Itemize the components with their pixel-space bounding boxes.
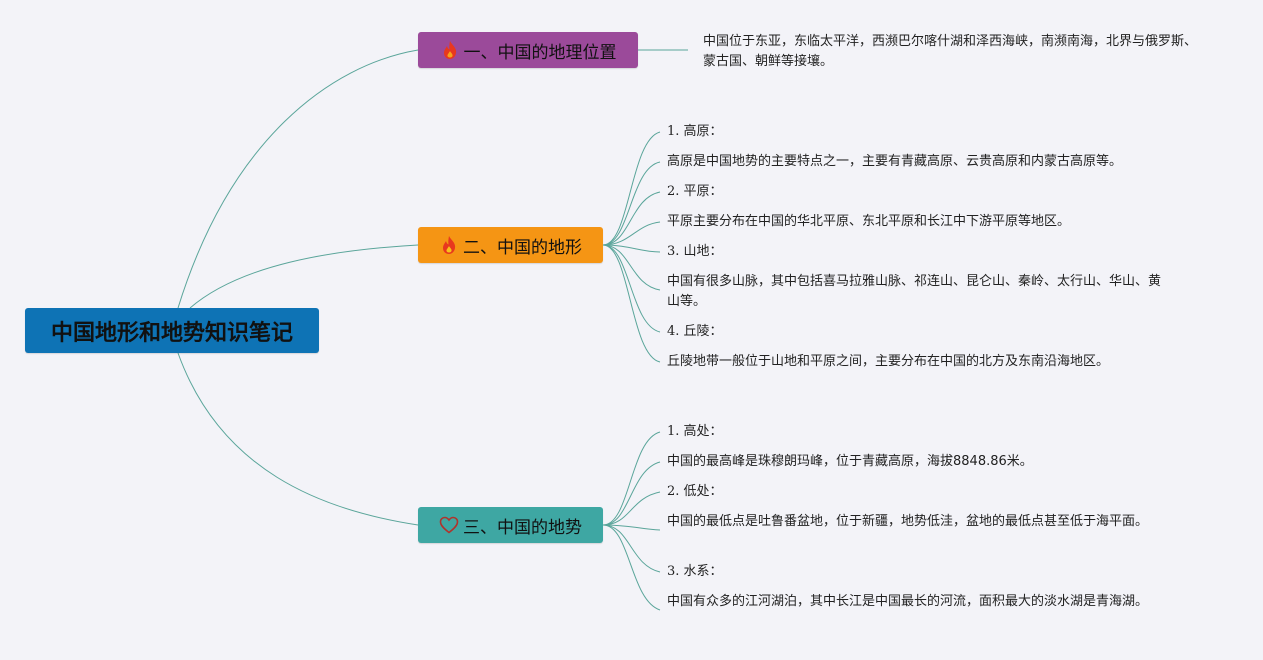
link-branch-3-leaf-3 [602, 491, 661, 526]
link-branch-2-leaf-8 [602, 244, 661, 363]
link-root-branch-2 [189, 244, 419, 309]
link-branch-3-leaf-2 [602, 461, 661, 526]
link-branch-2-leaf-4 [602, 221, 661, 246]
leaf-heading-high-point: 1. 高处： [667, 424, 723, 439]
link-branch-3-leaf-4 [602, 524, 661, 531]
link-branch-3-leaf-1 [602, 431, 661, 526]
link-branch-2-leaf-2 [602, 161, 661, 246]
leaf-low-point-description: 中国的最低点是吐鲁番盆地，位于新疆，地势低洼，盆地的最低点甚至低于海平面。 [667, 514, 1149, 529]
link-branch-2-leaf-3 [602, 191, 661, 246]
link-branch-2-leaf-6 [602, 244, 661, 291]
link-branch-2-leaf-7 [602, 244, 661, 333]
branch-label: 二、中国的地形 [463, 237, 582, 258]
heart-icon [439, 514, 459, 536]
link-branch-3-leaf-6 [602, 524, 661, 611]
leaf-plateau-description: 高原是中国地势的主要特点之一，主要有青藏高原、云贵高原和内蒙古高原等。 [667, 154, 1123, 169]
branch-label: 三、中国的地势 [463, 517, 582, 538]
leaf-heading-mountains: 3. 山地： [667, 244, 723, 259]
leaf-plain-description: 平原主要分布在中国的华北平原、东北平原和长江中下游平原等地区。 [667, 214, 1071, 229]
link-branch-2-leaf-5 [602, 244, 661, 253]
leaf-water-system-description: 中国有众多的江河湖泊，其中长江是中国最长的河流，面积最大的淡水湖是青海湖。 [667, 594, 1149, 609]
branch-elevation[interactable]: 三、中国的地势 [418, 507, 603, 543]
link-root-branch-3 [177, 352, 419, 526]
link-branch-2-leaf-1 [602, 131, 661, 246]
leaf-heading-plateau: 1. 高原： [667, 124, 723, 139]
link-branch-3-leaf-5 [602, 524, 661, 573]
branch-geographic-location[interactable]: 一、中国的地理位置 [418, 32, 638, 68]
root-topic-label: 中国地形和地势知识笔记 [50, 320, 293, 346]
leaf-heading-hills: 4. 丘陵： [667, 324, 723, 339]
leaf-heading-water-system: 3. 水系： [667, 564, 723, 579]
branch-label: 一、中国的地理位置 [463, 42, 617, 63]
root-topic[interactable]: 中国地形和地势知识笔记 [25, 308, 319, 353]
leaf-location-description: 中国位于东亚，东临太平洋，西濒巴尔喀什湖和泽西海峡，南濒南海，北界与俄罗斯、蒙古… [703, 34, 1198, 69]
link-root-branch-1 [177, 49, 419, 309]
leaf-hills-description: 丘陵地带一般位于山地和平原之间，主要分布在中国的北方及东南沿海地区。 [667, 354, 1110, 369]
leaf-heading-plain: 2. 平原： [667, 184, 723, 199]
fire-icon [439, 234, 459, 256]
leaf-mountains-description: 中国有很多山脉，其中包括喜马拉雅山脉、祁连山、昆仑山、秦岭、太行山、华山、黄山等… [667, 274, 1162, 309]
leaf-heading-low-point: 2. 低处： [667, 484, 723, 499]
fire-icon [440, 39, 460, 61]
branch-terrain[interactable]: 二、中国的地形 [418, 227, 603, 263]
leaf-high-point-description: 中国的最高峰是珠穆朗玛峰，位于青藏高原，海拔8848.86米。 [667, 454, 1033, 469]
